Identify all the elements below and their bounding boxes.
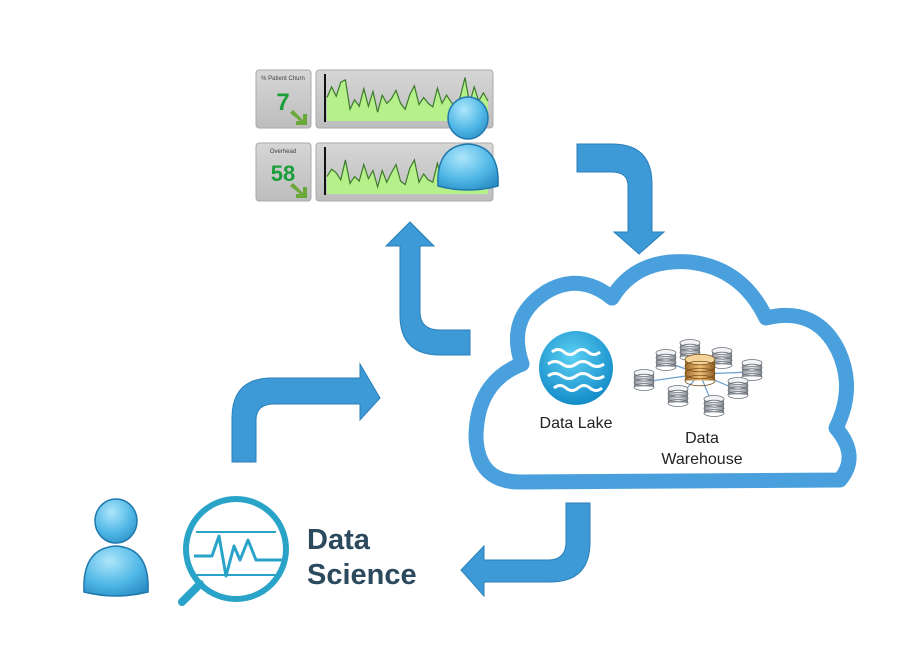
data-warehouse-label-line1: Data <box>685 430 719 447</box>
database-node-icon <box>741 359 763 381</box>
kpi-overhead-label: Overhead <box>270 149 296 155</box>
data-science-title-line2: Science <box>307 559 417 591</box>
database-node-icon <box>684 353 716 387</box>
kpi-churn-label: % Patient Churn <box>261 76 305 82</box>
database-node-icon <box>667 385 689 407</box>
database-node-icon <box>727 377 749 399</box>
database-nodes <box>633 339 763 417</box>
kpi-churn-tile <box>255 69 312 129</box>
magnifier-chart-icon <box>178 496 289 606</box>
user-icon <box>83 498 149 597</box>
arrow-science-to-cloud <box>231 362 381 463</box>
kpi-churn-value: 7 <box>276 89 289 116</box>
kpi-overhead-tile <box>255 142 312 202</box>
arrow-cloud-to-science <box>460 502 591 598</box>
arrow-cloud-to-dashboard <box>384 221 471 356</box>
kpi-overhead-value: 58 <box>271 161 295 186</box>
data-lake-label: Data Lake <box>540 415 613 432</box>
database-node-icon <box>633 369 655 391</box>
database-node-icon <box>711 347 733 369</box>
water-icon <box>539 331 613 405</box>
data-science-title-line1: Data <box>307 524 371 556</box>
trend-down-arrow-icon <box>290 183 307 198</box>
database-node-icon <box>703 395 725 417</box>
sparkline-churn-line <box>326 77 489 113</box>
sparkline-churn-area <box>327 77 488 121</box>
trend-down-arrow-icon <box>290 110 307 125</box>
data-warehouse-label-line2: Warehouse <box>661 451 742 468</box>
database-node-icon <box>655 349 677 371</box>
cloud-shape <box>468 254 857 490</box>
arrow-dashboard-to-cloud <box>576 143 666 255</box>
user-icon <box>437 96 499 191</box>
flow-arrow-icon <box>231 143 666 598</box>
